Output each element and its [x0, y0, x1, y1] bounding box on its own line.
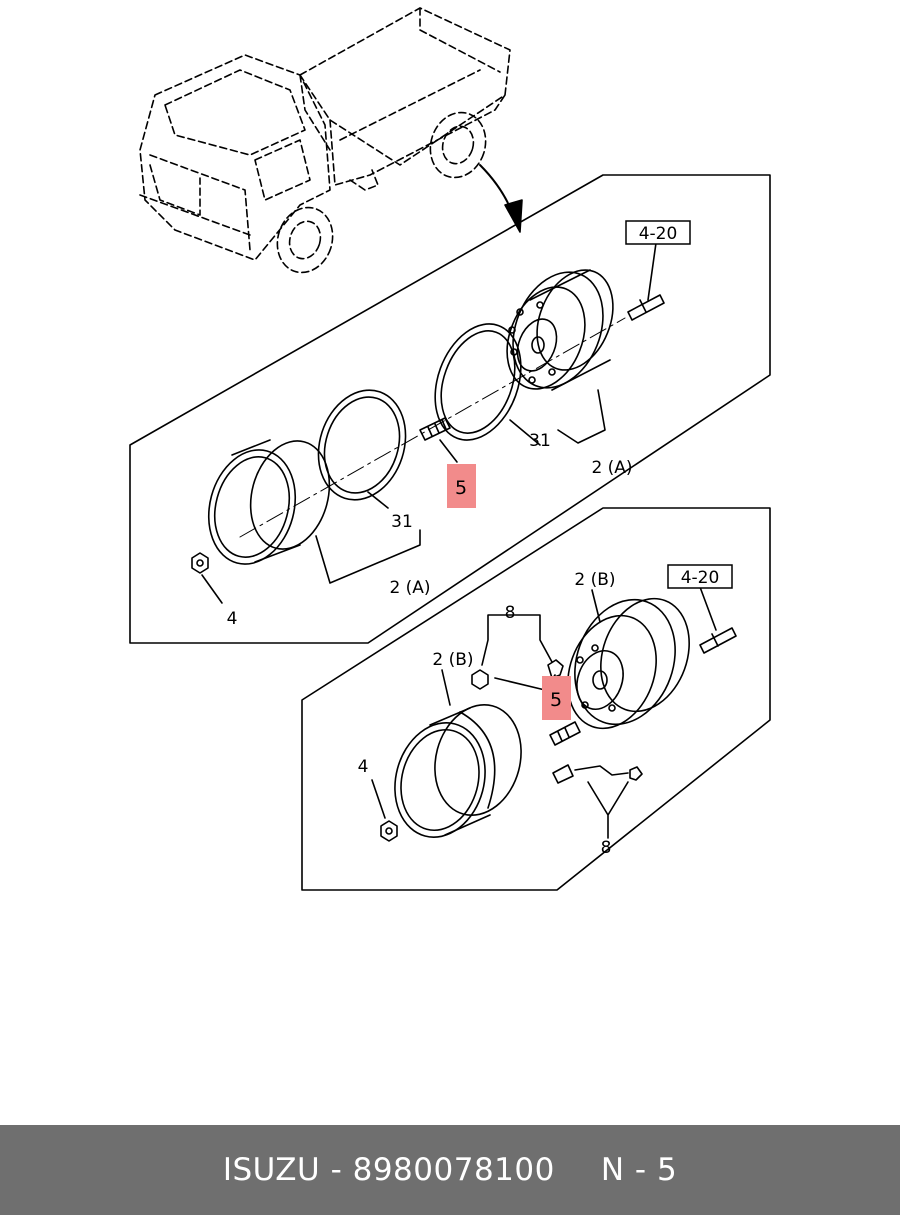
wheel-parts-diagram: 4-20 5 31 2 (A) 31 2 (A) 4 4-20 2 (B) 8 … — [129, 7, 771, 891]
lower-2b-label-a: 2 (B) — [574, 570, 615, 590]
highlight-upper-part-5 — [447, 464, 476, 508]
upper-wheel-disc — [506, 269, 614, 391]
lower-ref-label: 4-20 — [681, 568, 720, 588]
upper-panel-frame — [129, 174, 771, 644]
upper-2a-label-b: 2 (A) — [389, 578, 430, 598]
lower-2b-label-b: 2 (B) — [432, 650, 473, 670]
upper-31-label-b: 31 — [391, 512, 413, 532]
lower-rear-rim — [394, 704, 522, 838]
lower-stud — [699, 627, 737, 654]
upper-inner-ring — [317, 389, 407, 501]
lower-ref-box — [667, 564, 733, 589]
lower-part-5-label: 5 — [550, 689, 562, 711]
truck-illustration — [139, 7, 511, 274]
upper-side-ring — [434, 323, 522, 441]
upper-stud — [627, 294, 665, 321]
upper-nut — [191, 552, 209, 574]
upper-part-5-label: 5 — [455, 477, 467, 499]
lower-8-label-a: 8 — [505, 603, 516, 623]
upper-4-label: 4 — [227, 609, 238, 629]
upper-2a-label-a: 2 (A) — [591, 458, 632, 478]
lower-8-label-b: 8 — [601, 838, 612, 858]
lower-hose-lower — [552, 764, 643, 784]
upper-bolt — [419, 417, 451, 441]
highlight-lower-part-5 — [542, 676, 571, 720]
lower-nut — [380, 820, 398, 842]
lower-wheel-disc — [567, 597, 690, 730]
footer-bar: ISUZU - 8980078100 N - 5 — [0, 1125, 900, 1215]
upper-ref-label: 4-20 — [639, 224, 678, 244]
upper-ref-box — [625, 220, 691, 245]
lower-bolt — [549, 721, 581, 746]
upper-rear-rim — [207, 439, 331, 565]
upper-31-label-a: 31 — [529, 431, 551, 451]
footer-part-number: ISUZU - 8980078100 — [222, 1152, 555, 1188]
footer-page-ref: N - 5 — [600, 1152, 678, 1188]
lower-panel-frame — [301, 507, 771, 891]
lower-4-label: 4 — [358, 757, 369, 777]
